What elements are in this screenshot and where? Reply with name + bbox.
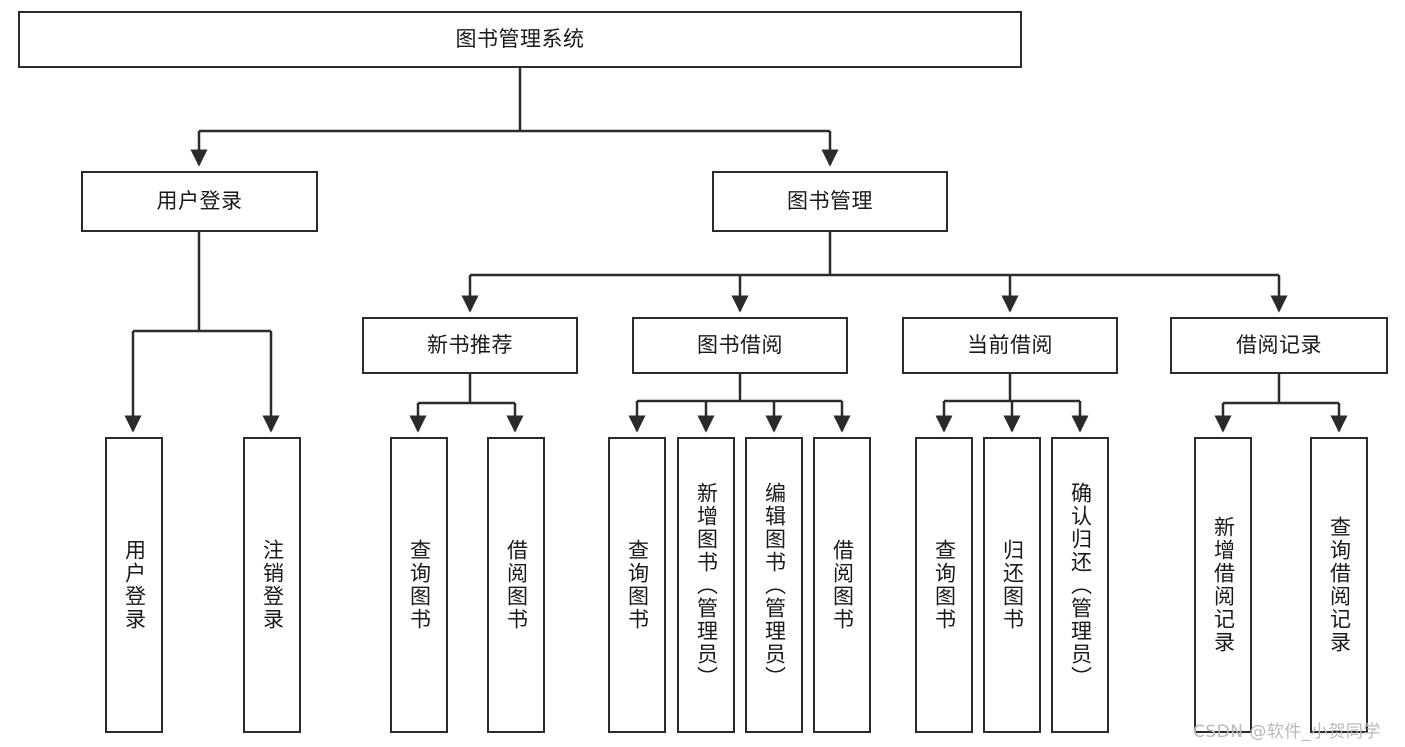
node-label: 确认归还（管理员）	[1068, 481, 1093, 689]
leaf-query-book-2[interactable]: 查询图书	[608, 437, 666, 733]
node-label: 新增图书（管理员）	[694, 481, 719, 689]
node-book-borrow[interactable]: 图书借阅	[632, 317, 848, 374]
node-label: 图书管理系统	[455, 26, 585, 51]
node-label: 新增借阅记录	[1211, 516, 1236, 654]
node-current-borrow[interactable]: 当前借阅	[902, 317, 1118, 374]
node-label: 查询借阅记录	[1327, 516, 1352, 654]
leaf-add-record[interactable]: 新增借阅记录	[1194, 437, 1252, 733]
node-label: 注销登录	[260, 539, 285, 631]
node-label: 编辑图书（管理员）	[762, 481, 787, 689]
leaf-return-book[interactable]: 归还图书	[983, 437, 1041, 733]
node-label: 新书推荐	[427, 332, 513, 357]
node-label: 查询图书	[932, 539, 957, 631]
node-label: 用户登录	[156, 188, 243, 213]
node-label: 图书管理	[787, 188, 873, 213]
node-label: 借阅图书	[504, 539, 529, 631]
leaf-edit-book[interactable]: 编辑图书（管理员）	[745, 437, 803, 733]
leaf-user-login[interactable]: 用户登录	[105, 437, 163, 733]
node-new-book-recommend[interactable]: 新书推荐	[362, 317, 578, 374]
leaf-borrow-book-2[interactable]: 借阅图书	[813, 437, 871, 733]
node-label: 图书借阅	[697, 332, 783, 357]
leaf-query-book-3[interactable]: 查询图书	[915, 437, 973, 733]
node-root-system[interactable]: 图书管理系统	[18, 11, 1022, 68]
leaf-query-record[interactable]: 查询借阅记录	[1310, 437, 1368, 733]
node-label: 查询图书	[625, 539, 650, 631]
node-label: 归还图书	[1000, 539, 1025, 631]
node-label: 当前借阅	[967, 332, 1053, 357]
node-label: 用户登录	[122, 539, 147, 631]
leaf-logout-login[interactable]: 注销登录	[243, 437, 301, 733]
leaf-borrow-book-1[interactable]: 借阅图书	[487, 437, 545, 733]
leaf-confirm-return[interactable]: 确认归还（管理员）	[1051, 437, 1109, 733]
node-borrow-record[interactable]: 借阅记录	[1170, 317, 1388, 374]
node-book-manage[interactable]: 图书管理	[712, 171, 948, 232]
node-label: 查询图书	[407, 539, 432, 631]
node-label: 借阅图书	[830, 539, 855, 631]
leaf-query-book-1[interactable]: 查询图书	[390, 437, 448, 733]
node-user-login[interactable]: 用户登录	[81, 171, 318, 232]
node-label: 借阅记录	[1236, 332, 1322, 357]
leaf-add-book[interactable]: 新增图书（管理员）	[677, 437, 735, 733]
